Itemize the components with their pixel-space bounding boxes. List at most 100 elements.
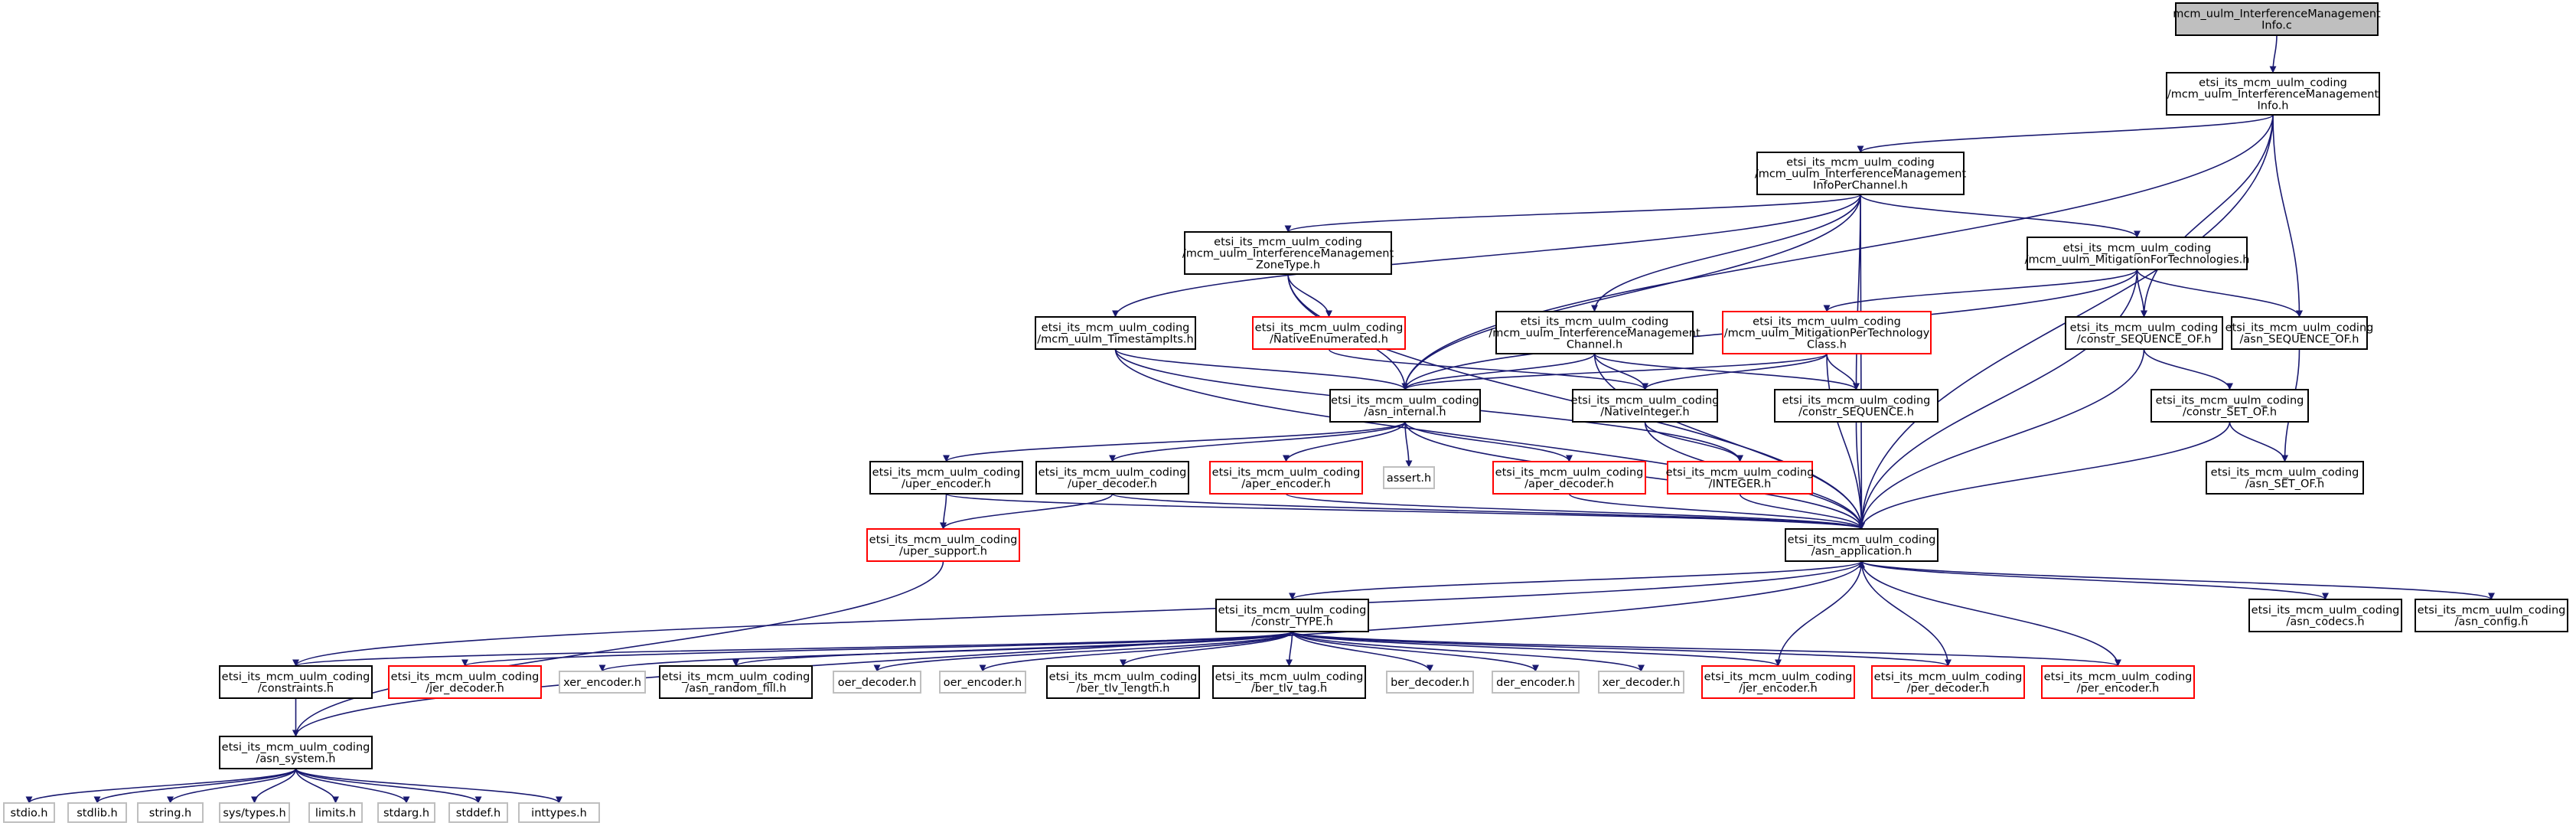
node-asnrandom[interactable]: etsi_its_mcm_uulm_coding/asn_random_fill… bbox=[659, 665, 813, 699]
node-label-line: etsi_its_mcm_uulm_coding bbox=[2063, 243, 2212, 255]
node-upersupport[interactable]: etsi_its_mcm_uulm_coding/uper_support.h bbox=[866, 528, 1020, 562]
node-box bbox=[2415, 599, 2568, 632]
edge-constrtype-to-derenc bbox=[1291, 631, 1539, 672]
node-label-line: Info.h bbox=[2258, 100, 2289, 112]
node-box bbox=[388, 665, 542, 699]
node-label-line: assert.h bbox=[1387, 472, 1431, 485]
edge-mitigtech-to-asnseqof bbox=[2136, 269, 2303, 318]
node-label-line: etsi_its_mcm_uulm_coding bbox=[1786, 157, 1935, 169]
edge-imchannel-to-asnapp bbox=[1593, 353, 1865, 530]
edge-asnsystem-to-string bbox=[167, 768, 297, 804]
node-xerdec: xer_decoder.h bbox=[1598, 671, 1684, 694]
node-jerdec[interactable]: etsi_its_mcm_uulm_coding/jer_decoder.h bbox=[388, 665, 542, 699]
node-box bbox=[2166, 72, 2380, 116]
edge-constrtype-to-xerdec bbox=[1291, 631, 1645, 672]
edge-imchannel-to-asninternal bbox=[1401, 353, 1596, 390]
node-box bbox=[448, 802, 508, 823]
node-mitigtech[interactable]: etsi_its_mcm_uulm_coding/mcm_uulm_Mitiga… bbox=[2025, 237, 2250, 270]
node-aperdec[interactable]: etsi_its_mcm_uulm_coding/aper_decoder.h bbox=[1492, 461, 1646, 495]
node-box bbox=[1329, 389, 1481, 423]
node-box bbox=[1492, 671, 1580, 694]
node-mitigclass[interactable]: etsi_its_mcm_uulm_coding/mcm_uulm_Mitiga… bbox=[1722, 311, 1932, 354]
node-box bbox=[2175, 2, 2379, 36]
node-imchannel[interactable]: etsi_its_mcm_uulm_coding/mcm_uulm_Interf… bbox=[1489, 311, 1700, 354]
edge-mitigclass-to-asninternal bbox=[1401, 353, 1828, 390]
node-box bbox=[1572, 389, 1718, 423]
node-label-line: /per_decoder.h bbox=[1907, 682, 1990, 694]
node-label-line: etsi_its_mcm_uulm_coding bbox=[1782, 395, 1931, 407]
node-uperdec[interactable]: etsi_its_mcm_uulm_coding/uper_decoder.h bbox=[1035, 461, 1189, 495]
node-box bbox=[866, 528, 1020, 562]
edge-uperenc-to-upersupport bbox=[940, 493, 947, 530]
node-zonetype[interactable]: etsi_its_mcm_uulm_coding/mcm_uulm_Interf… bbox=[1182, 231, 1394, 275]
node-perchan[interactable]: etsi_its_mcm_uulm_coding/mcm_uulm_Interf… bbox=[1755, 152, 1967, 195]
edge-perchan-to-constrseq bbox=[1853, 194, 1861, 390]
node-label-line: /mcm_uulm_TimestampIts.h bbox=[1037, 333, 1193, 345]
node-box bbox=[2206, 461, 2364, 495]
edge-perchan-to-asninternal bbox=[1401, 194, 1861, 390]
node-integer[interactable]: etsi_its_mcm_uulm_coding/INTEGER.h bbox=[1666, 461, 1815, 495]
node-bertlvtag[interactable]: etsi_its_mcm_uulm_coding/ber_tlv_tag.h bbox=[1212, 665, 1366, 699]
node-perdec[interactable]: etsi_its_mcm_uulm_coding/per_decoder.h bbox=[1871, 665, 2025, 699]
node-label-line: sys/types.h bbox=[223, 808, 285, 820]
edge-constrseqof-to-constrsetof bbox=[2143, 348, 2233, 390]
node-asnconfig[interactable]: etsi_its_mcm_uulm_coding/asn_config.h bbox=[2415, 599, 2568, 632]
node-label-line: /constr_SEQUENCE_OF.h bbox=[2077, 333, 2212, 345]
node-asnapp[interactable]: etsi_its_mcm_uulm_coding/asn_application… bbox=[1785, 528, 1939, 562]
edge-jerenc-to-asnapp bbox=[1777, 560, 1865, 667]
node-label-line: etsi_its_mcm_uulm_coding bbox=[1874, 671, 2023, 684]
node-berdec: ber_decoder.h bbox=[1386, 671, 1474, 694]
node-label-line: etsi_its_mcm_uulm_coding bbox=[2211, 467, 2359, 479]
node-label-line: /asn_codecs.h bbox=[2286, 615, 2364, 628]
edge-asnapp-to-asncodecs bbox=[1860, 560, 2329, 600]
node-bertlvlen[interactable]: etsi_its_mcm_uulm_coding/ber_tlv_length.… bbox=[1046, 665, 1200, 699]
node-label-line: /NativeEnumerated.h bbox=[1270, 333, 1388, 345]
node-uperenc[interactable]: etsi_its_mcm_uulm_coding/uper_encoder.h bbox=[869, 461, 1023, 495]
node-asnseqof[interactable]: etsi_its_mcm_uulm_coding/asn_SEQUENCE_OF… bbox=[2225, 316, 2374, 350]
edge-nativeenum-to-nativeint bbox=[1328, 348, 1648, 390]
edge-mitigtech-to-asnapp bbox=[1858, 269, 2138, 530]
node-asnsetof[interactable]: etsi_its_mcm_uulm_coding/asn_SET_OF.h bbox=[2206, 461, 2364, 495]
edge-perchan-to-asnapp bbox=[1857, 194, 1865, 530]
node-constrseqof[interactable]: etsi_its_mcm_uulm_coding/constr_SEQUENCE… bbox=[2065, 316, 2223, 350]
node-constrtype[interactable]: etsi_its_mcm_uulm_coding/constr_TYPE.h bbox=[1215, 599, 1369, 632]
node-perenc[interactable]: etsi_its_mcm_uulm_coding/per_encoder.h bbox=[2041, 665, 2195, 699]
edge-constrseqof-to-asnapp bbox=[1858, 348, 2145, 530]
node-label-line: etsi_its_mcm_uulm_coding bbox=[1212, 467, 1361, 479]
edge-uperdec-to-upersupport bbox=[940, 493, 1114, 530]
node-asninternal[interactable]: etsi_its_mcm_uulm_coding/asn_internal.h bbox=[1329, 389, 1481, 423]
node-aperenc[interactable]: etsi_its_mcm_uulm_coding/aper_encoder.h bbox=[1209, 461, 1363, 495]
node-box bbox=[939, 671, 1026, 694]
node-nativeenum[interactable]: etsi_its_mcm_uulm_coding/NativeEnumerate… bbox=[1252, 316, 1406, 350]
edges-layer bbox=[25, 34, 2495, 804]
edge-perchan-to-mitigtech bbox=[1860, 194, 2141, 238]
node-asnsystem[interactable]: etsi_its_mcm_uulm_coding/asn_system.h bbox=[219, 736, 373, 769]
node-label-line: mcm_uulm_InterferenceManagement bbox=[2173, 8, 2381, 21]
edge-perchan-to-zonetype bbox=[1284, 194, 1861, 233]
edge-constrtype-to-bertlvtag bbox=[1286, 631, 1293, 667]
node-jerenc[interactable]: etsi_its_mcm_uulm_coding/jer_encoder.h bbox=[1701, 665, 1855, 699]
edge-constrtype-to-jerenc bbox=[1291, 631, 1782, 667]
node-timestamp[interactable]: etsi_its_mcm_uulm_coding/mcm_uulm_Timest… bbox=[1035, 316, 1196, 350]
node-constrsetof[interactable]: etsi_its_mcm_uulm_coding/constr_SET_OF.h bbox=[2150, 389, 2309, 423]
edge-mitigclass-to-nativeint bbox=[1642, 353, 1828, 390]
node-box bbox=[1722, 311, 1932, 354]
node-nativeint[interactable]: etsi_its_mcm_uulm_coding/NativeInteger.h bbox=[1571, 389, 1720, 423]
node-label-line: etsi_its_mcm_uulm_coding bbox=[222, 742, 370, 754]
edge-constraints-to-asnapp bbox=[295, 560, 1865, 667]
node-box bbox=[1383, 466, 1435, 489]
edge-zonetype-to-nativeenum bbox=[1287, 273, 1332, 318]
node-label-line: Class.h bbox=[1807, 338, 1847, 351]
node-box bbox=[67, 802, 127, 823]
node-box bbox=[2150, 389, 2309, 423]
node-box bbox=[1492, 461, 1646, 495]
node-info[interactable]: etsi_its_mcm_uulm_coding/mcm_uulm_Interf… bbox=[2166, 72, 2380, 116]
edge-timestamp-to-asnapp bbox=[1114, 348, 1865, 530]
node-constrseq[interactable]: etsi_its_mcm_uulm_coding/constr_SEQUENCE… bbox=[1774, 389, 1939, 423]
node-systypes: sys/types.h bbox=[219, 802, 290, 823]
edge-perdec-to-asnapp bbox=[1858, 560, 1949, 667]
node-asncodecs[interactable]: etsi_its_mcm_uulm_coding/asn_codecs.h bbox=[2248, 599, 2402, 632]
node-constraints[interactable]: etsi_its_mcm_uulm_coding/constraints.h bbox=[219, 665, 373, 699]
node-box bbox=[137, 802, 204, 823]
